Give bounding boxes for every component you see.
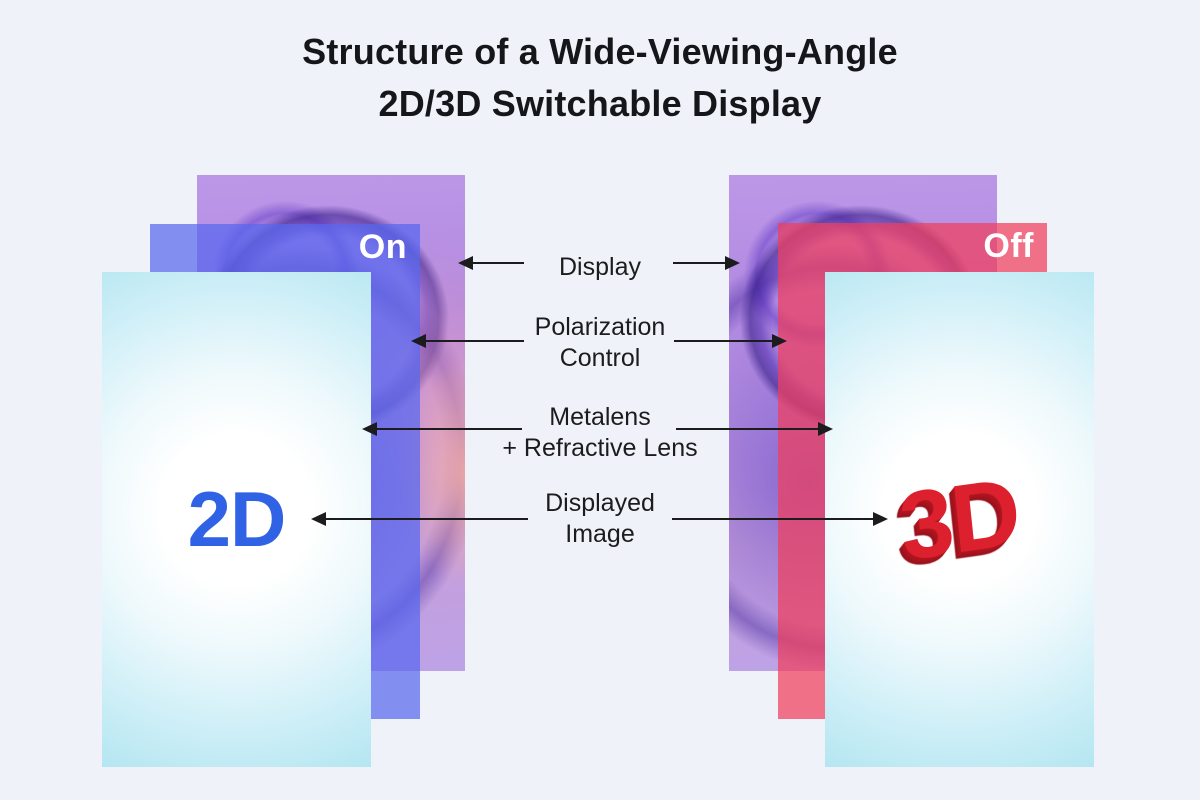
callout-metalens: Metalens + Refractive Lens	[470, 402, 730, 464]
state-badge-on: On	[358, 228, 407, 266]
callout-displayed-image: Displayed Image	[470, 488, 730, 550]
arrow-polarization-left-icon	[411, 334, 524, 348]
callout-displayed-image-line2: Image	[565, 520, 635, 548]
callout-metalens-line1: Metalens	[549, 403, 651, 431]
label-3d: 3D	[895, 457, 1024, 581]
callout-polarization-control: Polarization Control	[470, 312, 730, 374]
page-title: Structure of a Wide-Viewing-Angle 2D/3D …	[0, 26, 1200, 130]
title-line-1: Structure of a Wide-Viewing-Angle	[302, 31, 898, 72]
label-2d: 2D	[187, 475, 287, 563]
arrow-displayed-image-right-icon	[672, 512, 888, 526]
arrow-display-right-icon	[673, 256, 740, 270]
callout-metalens-line2: + Refractive Lens	[502, 434, 698, 462]
callout-polarization-line2: Control	[559, 344, 641, 372]
arrow-metalens-left-icon	[362, 422, 522, 436]
arrow-displayed-image-left-icon	[311, 512, 528, 526]
callout-display-text: Display	[559, 253, 641, 281]
arrow-display-left-icon	[458, 256, 524, 270]
callout-displayed-image-line1: Displayed	[545, 489, 655, 517]
state-badge-off: Off	[983, 227, 1034, 265]
callout-display: Display	[470, 252, 730, 283]
arrow-metalens-right-icon	[676, 422, 833, 436]
arrow-polarization-right-icon	[674, 334, 787, 348]
title-line-2: 2D/3D Switchable Display	[378, 83, 822, 124]
callout-polarization-line1: Polarization	[534, 313, 666, 341]
